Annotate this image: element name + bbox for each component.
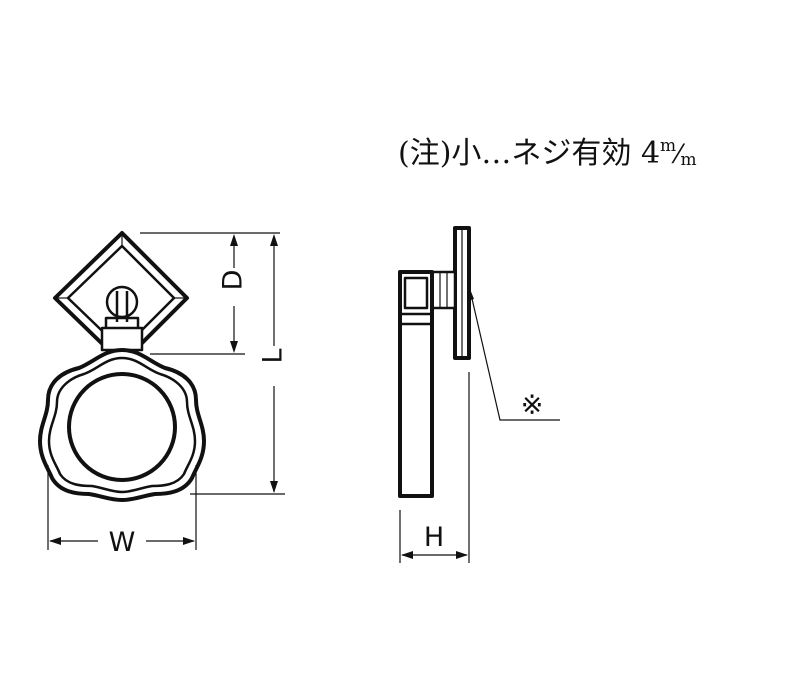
- thread-note-unit-numerator: m: [660, 136, 677, 156]
- thread-note-unit-denominator: m: [680, 150, 697, 170]
- thread-note-unit-slash: ⁄: [676, 140, 681, 170]
- front-view: [38, 231, 206, 502]
- callout-mark: ※: [521, 390, 544, 421]
- hanger-post: [100, 285, 144, 352]
- thread-note-text: (注)小…ネジ有効 4: [398, 136, 661, 171]
- side-view: [398, 226, 471, 498]
- dimension-h: [399, 372, 470, 563]
- thread-note: (注)小…ネジ有効 4m⁄m: [398, 128, 697, 172]
- dimension-d: [140, 232, 280, 355]
- dimension-w-label: W: [109, 527, 136, 558]
- scalloped-ring: [38, 348, 206, 502]
- dimension-h-label: H: [424, 522, 444, 553]
- callout-leader: [467, 289, 560, 421]
- dimension-w: [47, 465, 197, 550]
- dimension-d-label: D: [218, 270, 249, 291]
- dimension-l: [190, 234, 285, 495]
- dimension-l-label: L: [258, 348, 289, 363]
